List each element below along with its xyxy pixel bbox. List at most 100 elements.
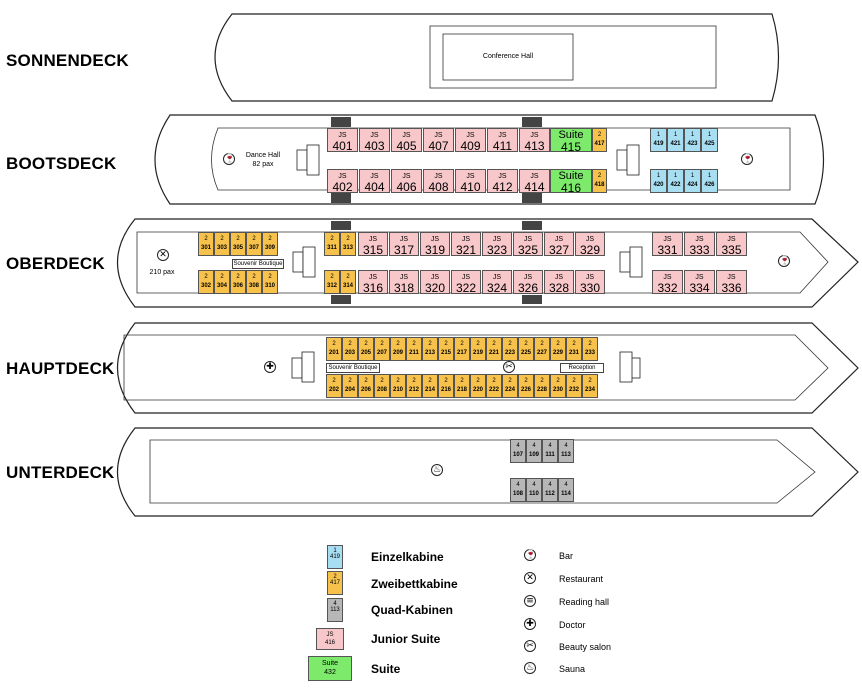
cabin[interactable]: 4107	[510, 439, 526, 463]
cabin[interactable]: 2308	[246, 270, 262, 294]
cabin[interactable]: 2231	[566, 337, 582, 361]
cabin[interactable]: 2209	[390, 337, 406, 361]
cabin[interactable]: JS402	[327, 169, 358, 193]
cabin[interactable]: JS328	[544, 270, 574, 294]
cabin[interactable]: 2217	[454, 337, 470, 361]
cabin[interactable]: JS321	[451, 232, 481, 256]
cabin[interactable]: 2314	[340, 270, 356, 294]
cabin[interactable]: 2212	[406, 374, 422, 398]
cabin[interactable]: 2306	[230, 270, 246, 294]
cabin[interactable]: JS411	[487, 128, 518, 152]
cabin[interactable]: 2218	[454, 374, 470, 398]
cabin[interactable]: 2310	[262, 270, 278, 294]
cabin[interactable]: 2229	[550, 337, 566, 361]
cabin[interactable]: 2201	[326, 337, 342, 361]
cabin[interactable]: 1424	[684, 169, 701, 193]
cabin[interactable]: JS317	[389, 232, 419, 256]
cabin[interactable]: 2417	[592, 128, 607, 152]
cabin[interactable]: JS404	[359, 169, 390, 193]
cabin[interactable]: JS330	[575, 270, 605, 294]
cabin[interactable]: Suite416	[550, 169, 592, 193]
cabin[interactable]: 2304	[214, 270, 230, 294]
cabin[interactable]: JS406	[391, 169, 422, 193]
cabin[interactable]: 4112	[542, 478, 558, 502]
cabin[interactable]: 2206	[358, 374, 374, 398]
cabin[interactable]: 2208	[374, 374, 390, 398]
cabin[interactable]: 2223	[502, 337, 518, 361]
cabin[interactable]: JS329	[575, 232, 605, 256]
cabin[interactable]: JS412	[487, 169, 518, 193]
cabin[interactable]: 2311	[324, 232, 340, 256]
cabin[interactable]: 1421	[667, 128, 684, 152]
cabin[interactable]: 2303	[214, 232, 230, 256]
cabin[interactable]: JS331	[652, 232, 683, 256]
cabin[interactable]: JS403	[359, 128, 390, 152]
cabin[interactable]: 4113	[558, 439, 574, 463]
cabin[interactable]: JS333	[684, 232, 715, 256]
cabin[interactable]: 4111	[542, 439, 558, 463]
cabin[interactable]: JS405	[391, 128, 422, 152]
cabin[interactable]: JS410	[455, 169, 486, 193]
cabin[interactable]: 2234	[582, 374, 598, 398]
cabin[interactable]: 4108	[510, 478, 526, 502]
cabin[interactable]: JS409	[455, 128, 486, 152]
cabin[interactable]: 2230	[550, 374, 566, 398]
cabin[interactable]: 1426	[701, 169, 718, 193]
cabin[interactable]: 2232	[566, 374, 582, 398]
cabin[interactable]: 2205	[358, 337, 374, 361]
cabin[interactable]: 2215	[438, 337, 454, 361]
cabin[interactable]: 1425	[701, 128, 718, 152]
cabin[interactable]: 2203	[342, 337, 358, 361]
cabin[interactable]: JS315	[358, 232, 388, 256]
cabin[interactable]: JS327	[544, 232, 574, 256]
cabin[interactable]: 1423	[684, 128, 701, 152]
cabin[interactable]: 2309	[262, 232, 278, 256]
cabin[interactable]: 2312	[324, 270, 340, 294]
cabin[interactable]: 2214	[422, 374, 438, 398]
cabin[interactable]: 2211	[406, 337, 422, 361]
cabin[interactable]: 2301	[198, 232, 214, 256]
cabin[interactable]: 2225	[518, 337, 534, 361]
cabin[interactable]: JS326	[513, 270, 543, 294]
cabin[interactable]: 2210	[390, 374, 406, 398]
cabin[interactable]: 2202	[326, 374, 342, 398]
cabin[interactable]: 2313	[340, 232, 356, 256]
cabin[interactable]: 1422	[667, 169, 684, 193]
cabin[interactable]: 2213	[422, 337, 438, 361]
cabin[interactable]: JS334	[684, 270, 715, 294]
cabin[interactable]: 2228	[534, 374, 550, 398]
cabin[interactable]: JS316	[358, 270, 388, 294]
cabin[interactable]: JS336	[716, 270, 747, 294]
cabin[interactable]: JS414	[519, 169, 550, 193]
cabin[interactable]: 2207	[374, 337, 390, 361]
cabin[interactable]: JS407	[423, 128, 454, 152]
cabin[interactable]: 1419	[650, 128, 667, 152]
cabin[interactable]: 2222	[486, 374, 502, 398]
cabin[interactable]: 2216	[438, 374, 454, 398]
cabin[interactable]: 4110	[526, 478, 542, 502]
cabin[interactable]: JS332	[652, 270, 683, 294]
cabin[interactable]: JS318	[389, 270, 419, 294]
cabin[interactable]: 2307	[246, 232, 262, 256]
cabin[interactable]: 2302	[198, 270, 214, 294]
cabin[interactable]: JS324	[482, 270, 512, 294]
cabin[interactable]: 1420	[650, 169, 667, 193]
cabin[interactable]: JS320	[420, 270, 450, 294]
cabin[interactable]: 2219	[470, 337, 486, 361]
cabin[interactable]: JS319	[420, 232, 450, 256]
cabin[interactable]: JS325	[513, 232, 543, 256]
cabin[interactable]: 2226	[518, 374, 534, 398]
cabin[interactable]: 4109	[526, 439, 542, 463]
cabin[interactable]: 2221	[486, 337, 502, 361]
cabin[interactable]: 2233	[582, 337, 598, 361]
cabin[interactable]: 2220	[470, 374, 486, 398]
cabin[interactable]: 2418	[592, 169, 607, 193]
cabin[interactable]: 2305	[230, 232, 246, 256]
cabin[interactable]: JS322	[451, 270, 481, 294]
cabin[interactable]: JS335	[716, 232, 747, 256]
cabin[interactable]: 2227	[534, 337, 550, 361]
cabin[interactable]: JS323	[482, 232, 512, 256]
cabin[interactable]: JS408	[423, 169, 454, 193]
cabin[interactable]: JS413	[519, 128, 550, 152]
cabin[interactable]: Suite415	[550, 128, 592, 152]
